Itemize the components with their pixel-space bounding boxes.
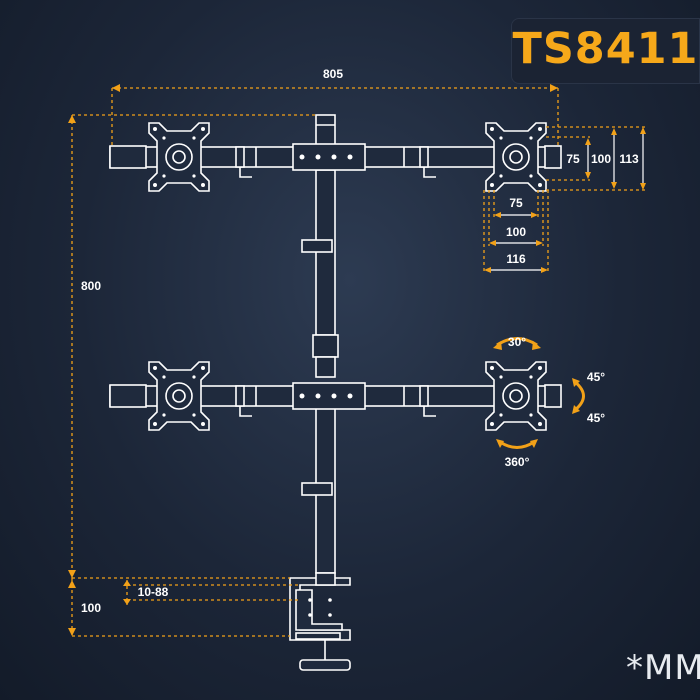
vesa-plate-bottom-right: [485, 361, 547, 431]
dimension-vesa-horizontal: 75 100 116: [483, 190, 549, 273]
model-title: TS8411: [512, 24, 699, 74]
desk-clamp: [289, 572, 351, 671]
vesa-plate-top-left: [148, 122, 210, 192]
height-800-label: 800: [81, 279, 101, 293]
unit-label: *MM: [626, 648, 700, 688]
width-805-label: 805: [323, 67, 343, 81]
vesa-h-100-label: 100: [506, 225, 526, 239]
dimension-total-width: 805: [111, 67, 559, 145]
vesa-v-113-label: 113: [619, 152, 639, 166]
rotate-label: 360°: [505, 455, 530, 469]
dimension-clamp-height: 100: [68, 577, 290, 637]
model-badge: TS8411: [511, 18, 700, 84]
dimension-vesa-vertical: 75 100 113: [546, 126, 648, 191]
vesa-v-100-label: 100: [591, 152, 611, 166]
vesa-h-75-label: 75: [509, 196, 523, 210]
dimension-total-height: 800: [68, 114, 316, 578]
swivel-indicator: 30°: [493, 335, 541, 350]
rotate-indicator: 360°: [496, 439, 538, 469]
clamp-height-label: 100: [81, 601, 101, 615]
swivel-label: 30°: [508, 335, 526, 349]
vesa-h-116-label: 116: [506, 252, 526, 266]
tilt-up-label: 45°: [587, 370, 605, 384]
clamp-range-label: 10-88: [138, 585, 169, 599]
vesa-plate-bottom-left: [148, 361, 210, 431]
vesa-plate-top-right: [485, 122, 547, 192]
tilt-down-label: 45°: [587, 411, 605, 425]
tilt-indicator: 45° 45°: [572, 370, 605, 425]
central-pole: [301, 114, 339, 574]
vesa-v-75-label: 75: [566, 152, 580, 166]
dimension-clamp-range: 10-88: [123, 580, 300, 605]
